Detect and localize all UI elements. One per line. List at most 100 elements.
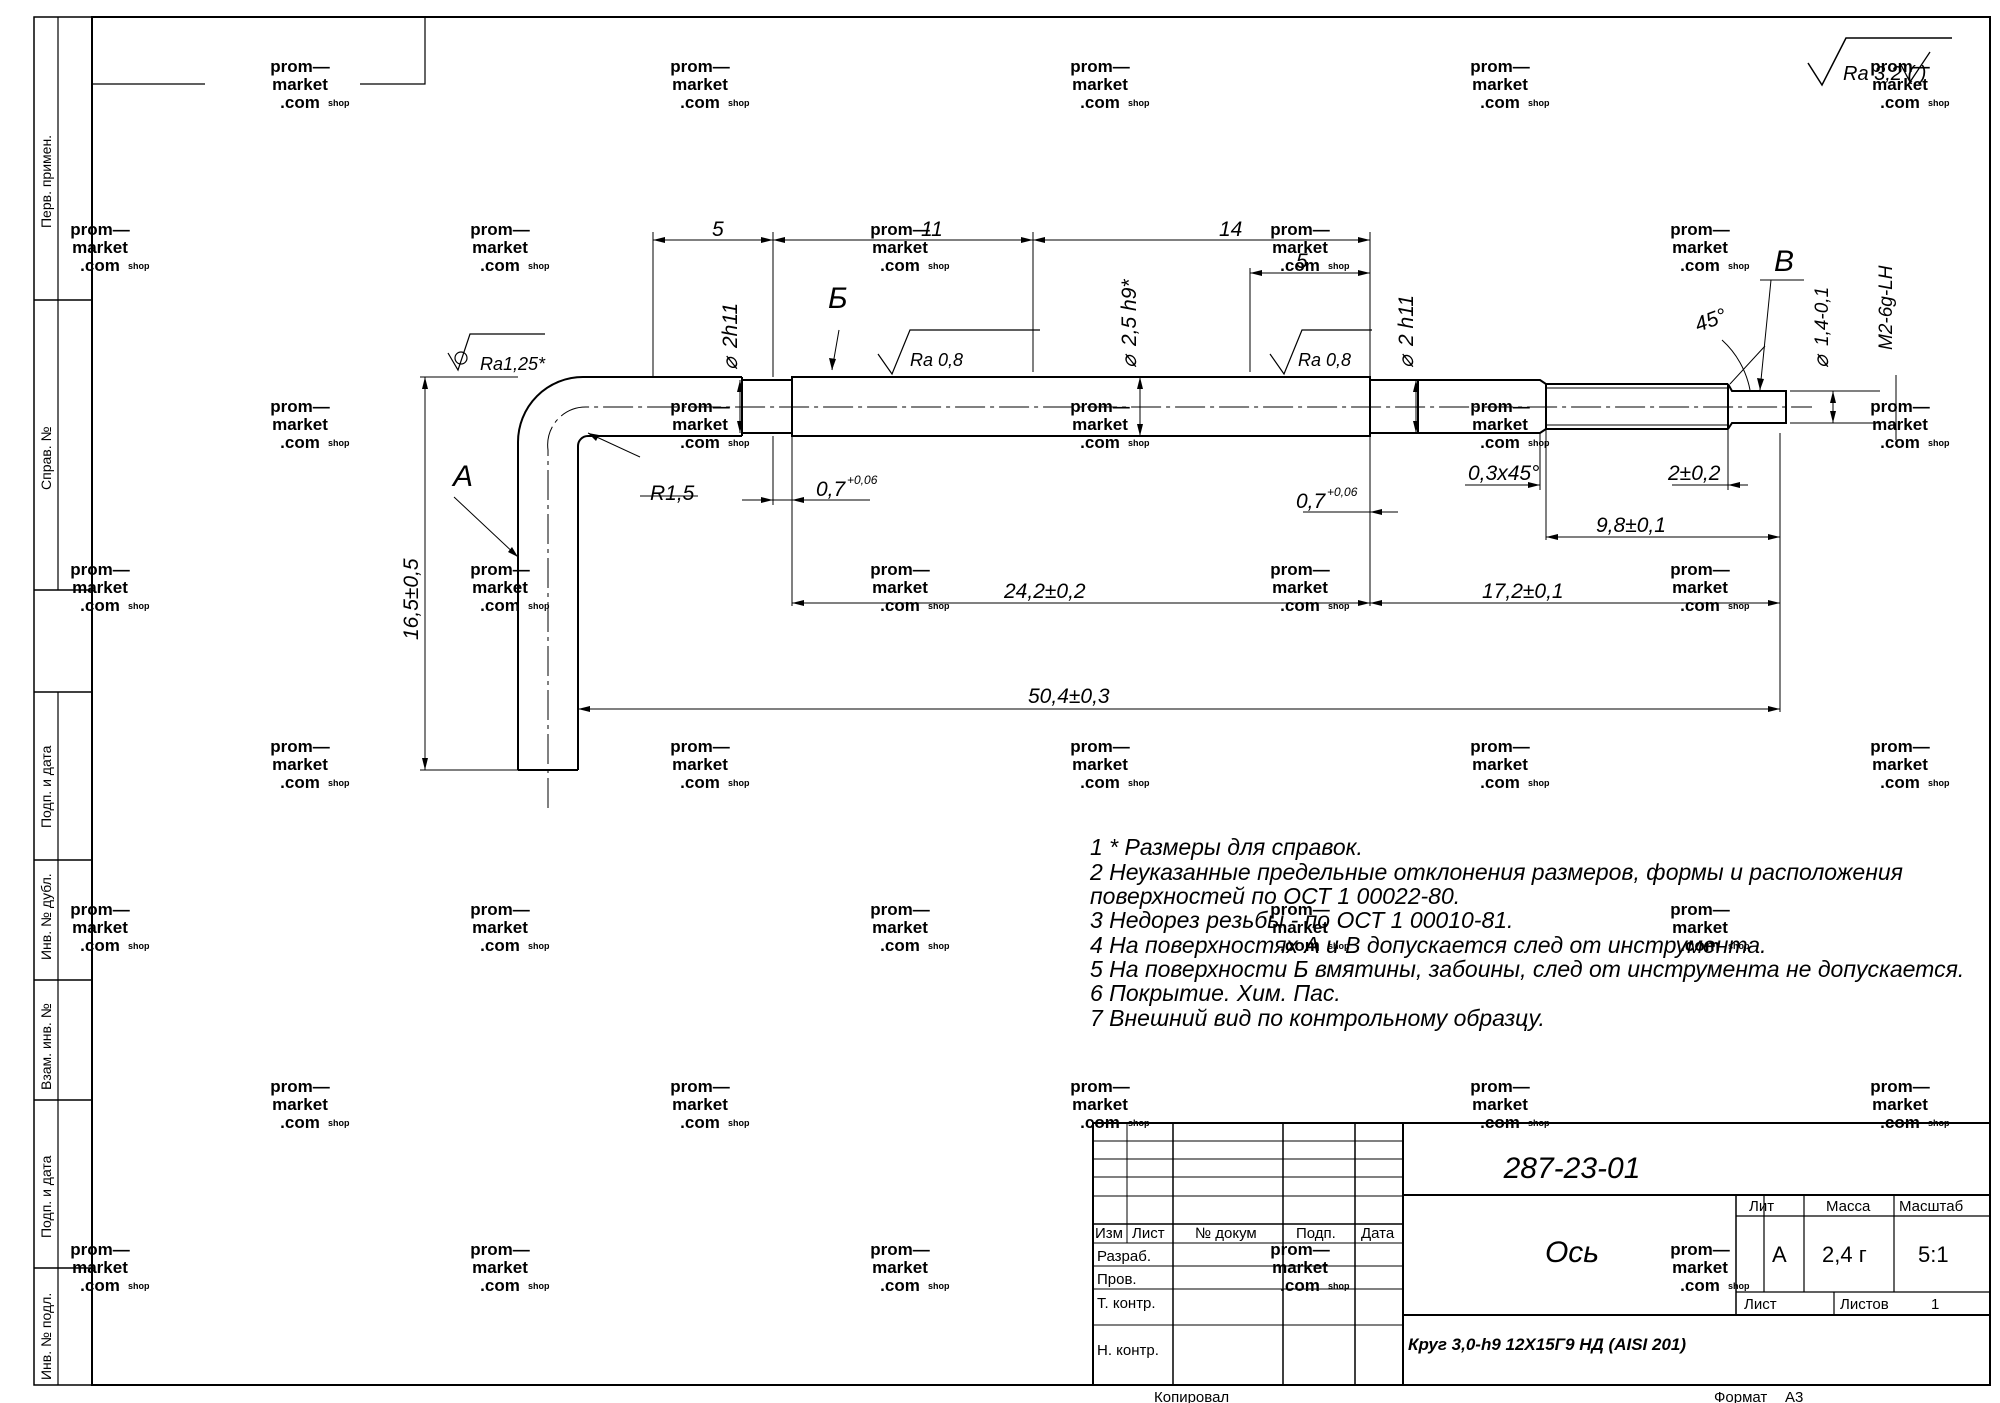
general-roughness-text: Ra 3,2 ( ) <box>1843 63 1926 85</box>
note-7: 7 Внешний вид по контрольному образцу. <box>1090 1005 1545 1031</box>
svg-text:prom—: prom— <box>270 57 330 76</box>
part-name: Ось <box>1545 1236 1599 1269</box>
svg-text:market: market <box>272 415 328 434</box>
ra-125: Ra1,25* <box>480 354 546 374</box>
svg-text:market: market <box>672 415 728 434</box>
svg-text:prom—: prom— <box>470 220 530 239</box>
dim-phi-2h11-left-sym: ⌀ <box>719 355 742 370</box>
label-podp-data-2: Подп. и дата <box>38 1155 54 1238</box>
svg-text:market: market <box>1872 1095 1928 1114</box>
svg-text:shop: shop <box>928 1281 950 1291</box>
svg-text:.com: .com <box>1880 433 1920 452</box>
footer: Копировал Формат А3 <box>1154 1389 1803 1403</box>
masshtab-value: 5:1 <box>1918 1242 1949 1267</box>
hdr-data: Дата <box>1361 1225 1395 1242</box>
svg-text:.com: .com <box>480 936 520 955</box>
centerlines <box>547 406 1812 808</box>
svg-text:shop: shop <box>1328 601 1350 611</box>
svg-text:prom—: prom— <box>70 220 130 239</box>
svg-text:market: market <box>1672 238 1728 257</box>
svg-text:market: market <box>72 238 128 257</box>
svg-text:.com: .com <box>880 256 920 275</box>
part-outline <box>517 376 1787 771</box>
svg-text:market: market <box>1872 755 1928 774</box>
title-block <box>1092 1122 1991 1386</box>
svg-text:market: market <box>1672 918 1728 937</box>
svg-text:market: market <box>1472 755 1528 774</box>
svg-text:shop: shop <box>728 778 750 788</box>
svg-text:.com: .com <box>1480 93 1520 112</box>
dim-98: 9,8±0,1 <box>1596 514 1666 537</box>
svg-text:shop: shop <box>128 941 150 951</box>
svg-text:.com: .com <box>280 773 320 792</box>
svg-text:.com: .com <box>1680 596 1720 615</box>
svg-text:.com: .com <box>80 596 120 615</box>
svg-text:prom—: prom— <box>1670 560 1730 579</box>
svg-text:.com: .com <box>880 936 920 955</box>
svg-text:market: market <box>672 755 728 774</box>
svg-text:shop: shop <box>1128 778 1150 788</box>
svg-text:.com: .com <box>480 256 520 275</box>
hdr-dokum: № докум <box>1195 1225 1257 1242</box>
svg-text:shop: shop <box>1728 261 1750 271</box>
svg-text:market: market <box>72 578 128 597</box>
svg-text:market: market <box>1472 1095 1528 1114</box>
leader-arrowheads <box>508 358 1764 557</box>
svg-text:prom—: prom— <box>1670 220 1730 239</box>
svg-text:shop: shop <box>1128 438 1150 448</box>
list-label: Лист <box>1744 1296 1777 1313</box>
svg-text:shop: shop <box>1928 438 1950 448</box>
svg-text:shop: shop <box>1528 438 1550 448</box>
dim-phi-2h11-left: 2h11 <box>719 303 742 349</box>
svg-text:shop: shop <box>1928 778 1950 788</box>
svg-text:prom—: prom— <box>1870 57 1930 76</box>
svg-text:prom—: prom— <box>870 220 930 239</box>
svg-text:shop: shop <box>1728 941 1750 951</box>
svg-text:market: market <box>472 918 528 937</box>
svg-text:market: market <box>1872 415 1928 434</box>
material: Круг 3,0-h9 12Х15Г9 НД (AISI 201) <box>1408 1335 1686 1354</box>
hdr-list: Лист <box>1132 1225 1165 1242</box>
svg-text:shop: shop <box>728 98 750 108</box>
dim-14: 14 <box>1219 218 1242 241</box>
svg-text:.com: .com <box>1280 256 1320 275</box>
svg-text:.com: .com <box>880 596 920 615</box>
svg-text:market: market <box>1672 1258 1728 1277</box>
dim-phi-14: 1,4-0,1 <box>1812 287 1833 346</box>
svg-text:prom—: prom— <box>1670 1240 1730 1259</box>
dim-phi-25h9: 2,5 h9* <box>1118 279 1141 347</box>
svg-text:market: market <box>872 578 928 597</box>
svg-text:.com: .com <box>280 1113 320 1132</box>
dim-angle-45: 45° <box>1692 304 1730 336</box>
svg-text:market: market <box>1072 1095 1128 1114</box>
svg-text:market: market <box>1872 75 1928 94</box>
row-prov: Пров. <box>1097 1271 1137 1288</box>
svg-text:.com: .com <box>1480 433 1520 452</box>
dim-11: 11 <box>921 218 943 241</box>
svg-text:shop: shop <box>928 601 950 611</box>
note-4: 4 На поверхностях А и В допускается след… <box>1090 932 1766 958</box>
doc-number: 287-23-01 <box>1503 1152 1641 1185</box>
svg-text:prom—: prom— <box>270 1077 330 1096</box>
svg-text:.com: .com <box>1280 596 1320 615</box>
svg-text:prom—: prom— <box>1070 1077 1130 1096</box>
svg-text:prom—: prom— <box>1270 560 1330 579</box>
